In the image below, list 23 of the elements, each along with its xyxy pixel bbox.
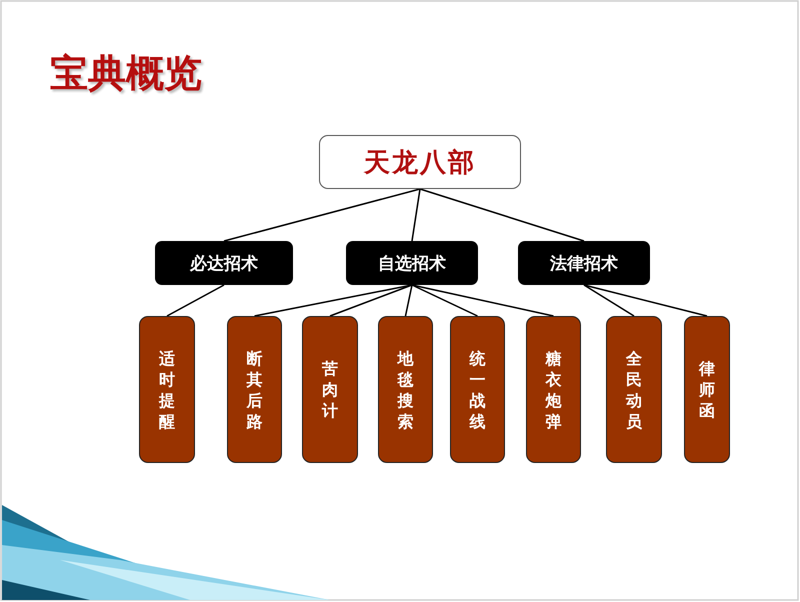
item-box: 糖衣炮弹 <box>526 316 581 463</box>
connector-line <box>412 284 478 317</box>
connector-line <box>166 284 224 317</box>
item-box: 适时提醒 <box>139 316 195 463</box>
connector-line <box>584 284 708 317</box>
item-box: 苦肉计 <box>302 316 358 463</box>
category-box: 必达招术 <box>155 241 293 285</box>
connector-line <box>412 284 554 317</box>
title-box: 天龙八部 <box>319 135 521 189</box>
connector-line <box>330 284 412 317</box>
item-box: 断其后路 <box>227 316 282 463</box>
connector-line <box>404 284 413 316</box>
item-box: 全民动员 <box>606 316 662 463</box>
item-box: 律师函 <box>684 316 730 463</box>
connector-line <box>411 188 421 242</box>
category-box: 自选招术 <box>346 241 478 285</box>
connector-line <box>224 188 420 242</box>
connector-line <box>420 188 584 242</box>
item-box: 统一战线 <box>450 316 505 463</box>
item-box: 地毯搜索 <box>378 316 433 463</box>
category-box: 法律招术 <box>518 241 650 285</box>
connector-line <box>584 284 634 317</box>
title: 宝典概览 <box>50 50 202 97</box>
